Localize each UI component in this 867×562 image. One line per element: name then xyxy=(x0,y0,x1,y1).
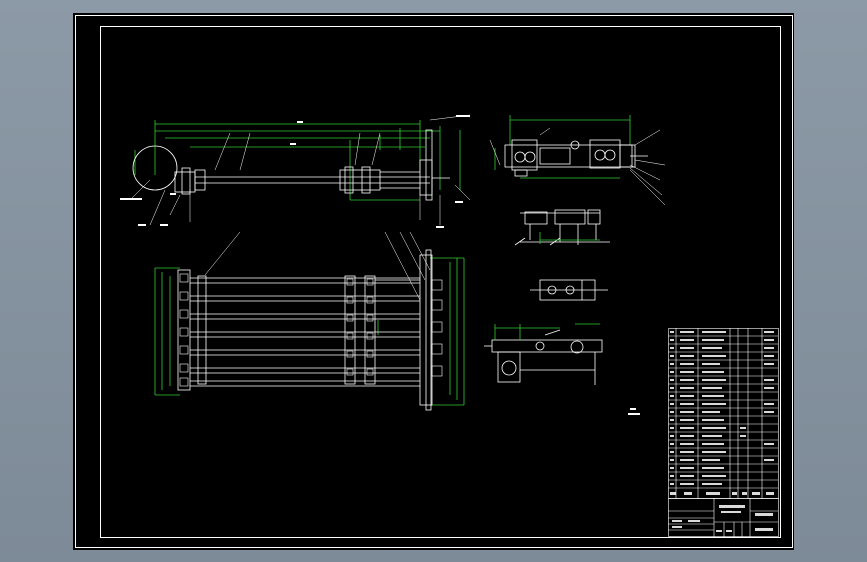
drawing-viewport[interactable] xyxy=(73,13,794,550)
